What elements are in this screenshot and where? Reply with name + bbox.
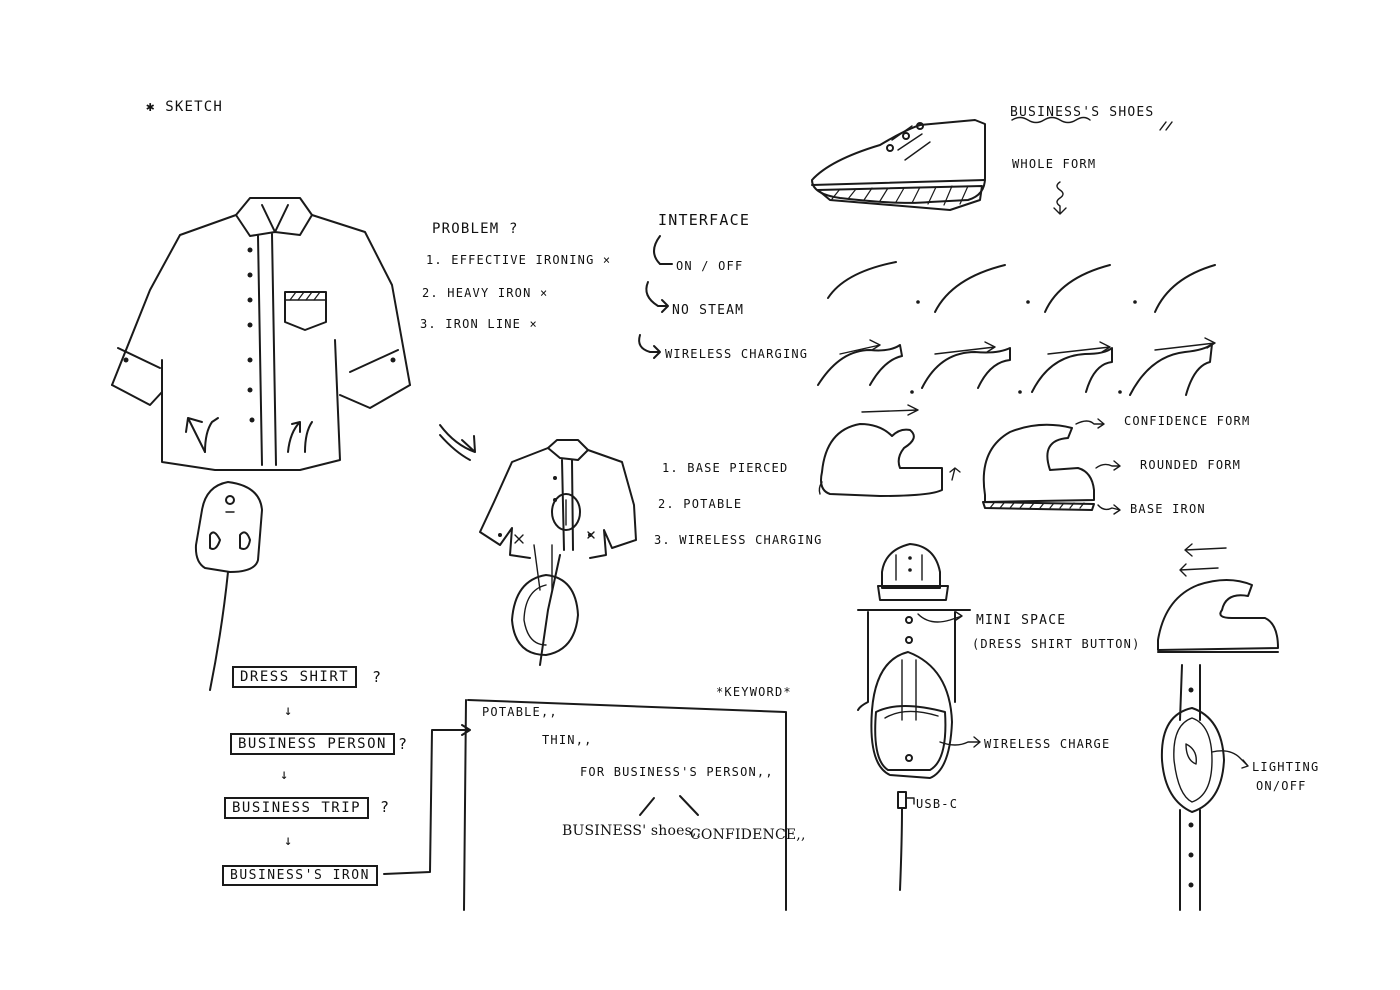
problem-heading: PROBLEM ? bbox=[432, 221, 519, 237]
feature-item-2: 2. POTABLE bbox=[658, 497, 743, 511]
label-usb-c: USB-C bbox=[916, 797, 959, 811]
flow-question-1: ? bbox=[372, 668, 382, 686]
shoe-drawing bbox=[811, 119, 986, 211]
interface-item-onoff: ON / OFF bbox=[676, 259, 744, 273]
flow-step-business-person: BUSINESS PERSON bbox=[230, 733, 395, 755]
belt-iron-drawing bbox=[1160, 664, 1249, 911]
keyword-leaf-shoes: BUSINESS' shoes,, bbox=[562, 823, 702, 839]
label-confidence-form: CONFIDENCE FORM bbox=[1124, 414, 1251, 428]
keyword-line-potable: POTABLE,, bbox=[482, 705, 558, 719]
feature-item-3: 3. WIRELESS CHARGING bbox=[654, 533, 823, 547]
curve-studies-row2 bbox=[817, 337, 1216, 396]
keyword-leaf-confidence: CONFIDENCE,, bbox=[690, 827, 806, 843]
label-rounded-form: ROUNDED FORM bbox=[1140, 458, 1242, 472]
iron-form-a bbox=[818, 404, 961, 497]
label-lighting: LIGHTING bbox=[1252, 760, 1320, 774]
label-on-off: ON/OFF bbox=[1256, 779, 1307, 793]
curve-studies-row1 bbox=[827, 261, 1216, 313]
wireless-charge-drawing bbox=[870, 651, 981, 891]
flow-arrow-1: ↓ bbox=[284, 703, 293, 719]
flow-step-business-trip: BUSINESS TRIP bbox=[224, 797, 370, 819]
shoes-heading: BUSINESS'S SHOES bbox=[1010, 105, 1155, 120]
shirt-with-iron-drawing bbox=[439, 424, 637, 666]
iron-drawing bbox=[194, 481, 263, 691]
problem-item-2: 2. HEAVY IRON × bbox=[422, 286, 549, 300]
mini-space-drawing bbox=[857, 543, 971, 711]
keyword-line-person: FOR BUSINESS'S PERSON,, bbox=[580, 765, 774, 779]
flow-question-2: ? bbox=[398, 735, 408, 753]
iron-form-c bbox=[1157, 543, 1279, 653]
shoes-form-label: WHOLE FORM bbox=[1012, 157, 1097, 171]
label-mini-space: MINI SPACE bbox=[976, 613, 1067, 628]
label-dress-shirt-button: (DRESS SHIRT BUTTON) bbox=[972, 637, 1141, 651]
flow-step-business-iron: BUSINESS'S IRON bbox=[222, 865, 378, 886]
label-base-iron: BASE IRON bbox=[1130, 502, 1206, 516]
interface-item-nosteam: NO STEAM bbox=[672, 303, 745, 318]
keyword-line-thin: THIN,, bbox=[542, 733, 593, 747]
label-wireless-charge: WIRELESS CHARGE bbox=[984, 737, 1111, 751]
page-title: ✱ SKETCH bbox=[146, 99, 224, 115]
problem-item-1: 1. EFFECTIVE IRONING × bbox=[426, 253, 612, 267]
flow-arrow-2: ↓ bbox=[280, 767, 289, 783]
interface-heading: INTERFACE bbox=[658, 211, 751, 229]
dress-shirt-drawing bbox=[111, 197, 411, 471]
feature-item-1: 1. BASE PIERCED bbox=[662, 461, 789, 475]
flow-step-dress-shirt: DRESS SHIRT bbox=[232, 666, 358, 688]
flow-question-3: ? bbox=[380, 798, 390, 816]
keyword-title: *KEYWORD* bbox=[716, 685, 792, 699]
problem-item-3: 3. IRON LINE × bbox=[420, 317, 538, 331]
flow-arrow-3: ↓ bbox=[284, 833, 293, 849]
iron-form-b bbox=[982, 418, 1121, 515]
interface-item-wireless: WIRELESS CHARGING bbox=[665, 347, 809, 361]
